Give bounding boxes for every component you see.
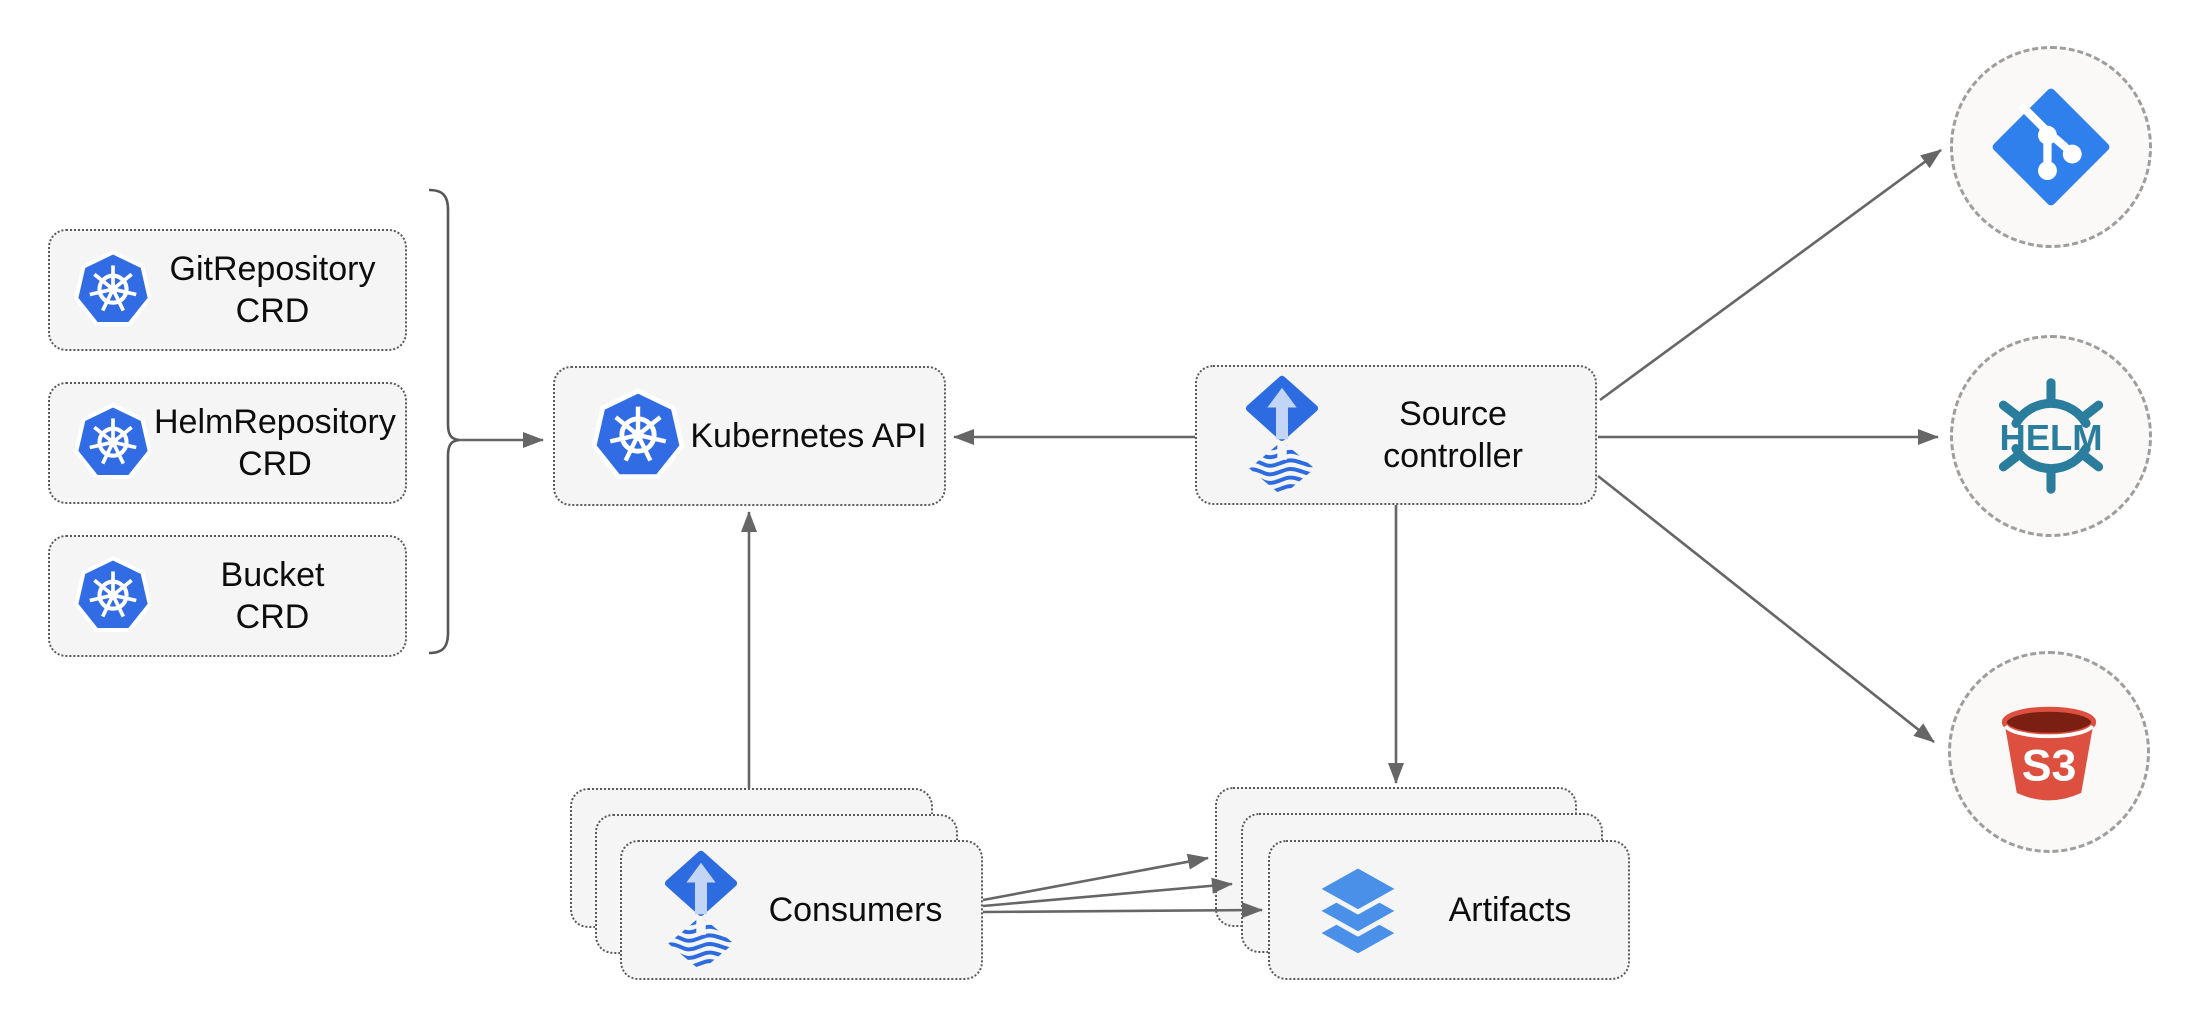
kubernetes-icon	[50, 555, 154, 637]
node-subtitle: CRD	[235, 292, 310, 330]
node-source-controller: Source controller	[1195, 365, 1597, 505]
git-icon	[1992, 88, 2110, 206]
node-label: Source controller	[1325, 393, 1595, 477]
node-title: Source	[1399, 394, 1507, 433]
s3-bucket-icon: S3	[1987, 690, 2111, 814]
arrow-source-to-s3	[1597, 474, 1935, 744]
node-label: Kubernetes API	[690, 416, 927, 455]
kubernetes-icon	[555, 387, 687, 485]
s3-source-circle: S3	[1948, 651, 2150, 853]
node-label: HelmRepository CRD	[154, 401, 410, 485]
kubernetes-icon	[50, 249, 154, 331]
node-title: GitRepository	[169, 249, 376, 288]
node-subtitle: CRD	[235, 598, 310, 636]
node-subtitle: controller	[1383, 437, 1523, 475]
s3-logo-text: S3	[2022, 742, 2077, 791]
node-label: Bucket CRD	[154, 554, 405, 638]
git-source-circle	[1950, 46, 2152, 248]
node-artifacts: Artifacts	[1268, 840, 1630, 980]
node-bucket-crd: Bucket CRD	[48, 535, 407, 657]
arrow-consumers-to-artifacts-2	[982, 877, 1233, 908]
kubernetes-icon	[50, 402, 154, 484]
node-kubernetes-api: Kubernetes API	[553, 366, 946, 506]
helm-icon: HELM	[1981, 366, 2121, 506]
node-title: HelmRepository	[154, 402, 396, 441]
layers-icon	[1270, 860, 1406, 960]
node-label: GitRepository CRD	[154, 248, 405, 332]
node-title: Bucket	[220, 555, 325, 594]
helm-logo-text: HELM	[1999, 417, 2102, 458]
helm-source-circle: HELM	[1950, 335, 2152, 537]
crd-group-bracket	[428, 188, 460, 655]
node-label: Consumers	[768, 890, 943, 929]
arrow-consumers-to-artifacts-1	[982, 853, 1209, 902]
node-subtitle: CRD	[238, 445, 312, 483]
node-gitrepository-crd: GitRepository CRD	[48, 229, 407, 351]
flux-icon	[622, 849, 744, 971]
arrow-source-to-git	[1599, 148, 1942, 402]
node-label: Artifacts	[1448, 890, 1572, 929]
flux-icon	[1197, 374, 1325, 496]
node-helmrepository-crd: HelmRepository CRD	[48, 382, 407, 504]
node-consumers: Consumers	[620, 840, 983, 980]
